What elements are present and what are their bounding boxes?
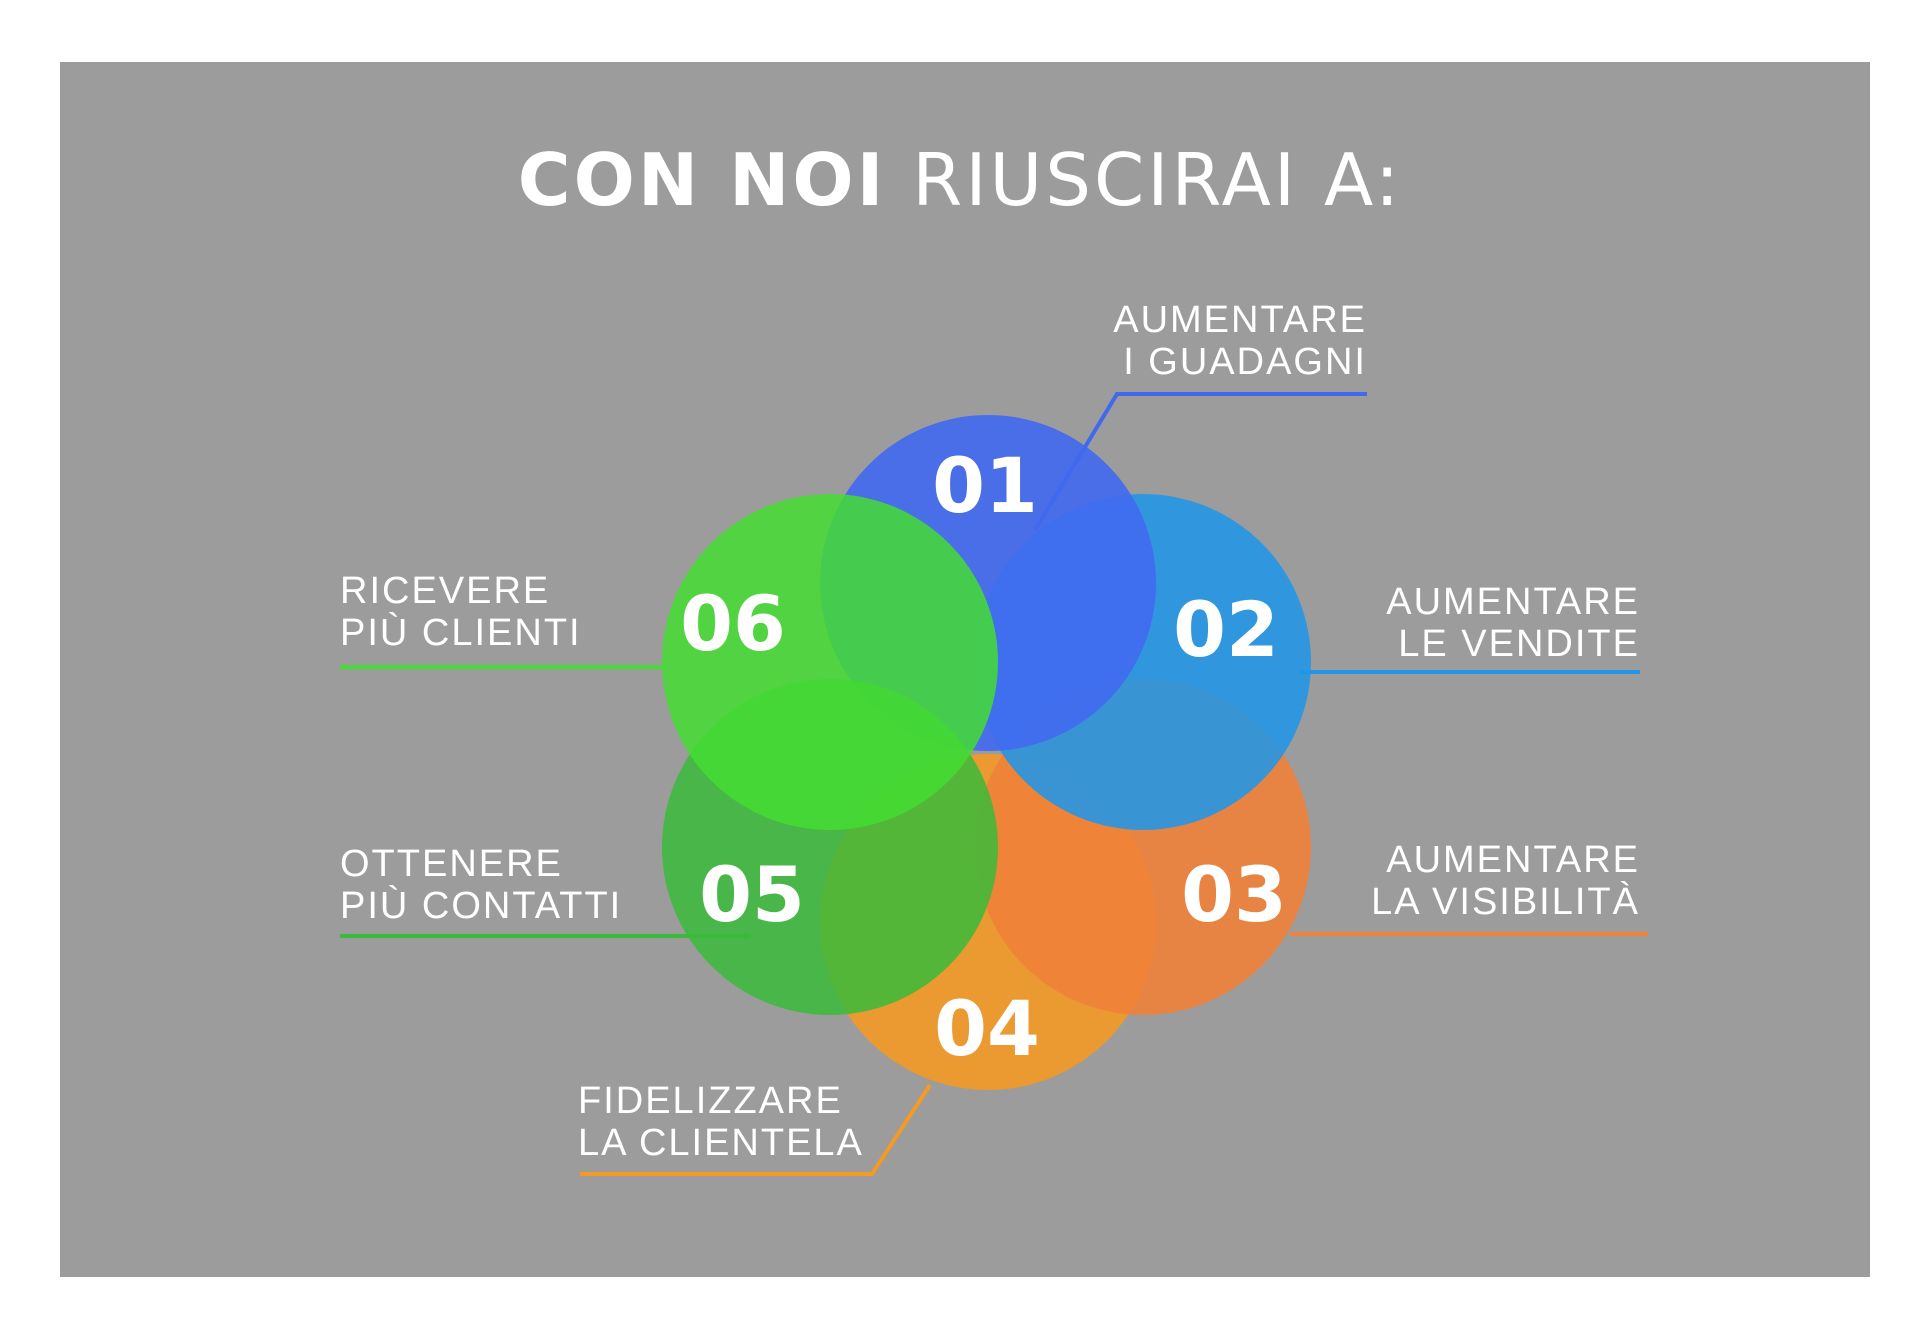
circles xyxy=(662,415,1311,1090)
number-06: 06 xyxy=(680,579,786,668)
number-04: 04 xyxy=(934,984,1040,1073)
title-strong: CON NOI xyxy=(517,138,887,222)
label-02-line1: AUMENTARE xyxy=(1386,581,1640,623)
label-03-line2: LA VISIBILITÀ xyxy=(1371,880,1640,923)
label-03-line1: AUMENTARE xyxy=(1386,839,1640,881)
labels: AUMENTARE I GUADAGNI AUMENTARE LE VENDIT… xyxy=(340,299,1640,1164)
label-04-line1: FIDELIZZARE xyxy=(578,1080,843,1122)
number-01: 01 xyxy=(932,441,1038,530)
numbers: 01 02 03 04 05 06 xyxy=(680,441,1287,1073)
leader-lines xyxy=(340,392,1648,1176)
label-04-line2: LA CLIENTELA xyxy=(578,1122,864,1164)
number-05: 05 xyxy=(699,850,805,939)
label-05-line2: PIÙ CONTATTI xyxy=(340,884,622,927)
number-02: 02 xyxy=(1173,585,1279,674)
label-06-line1: RICEVERE xyxy=(340,570,550,612)
label-05-line1: OTTENERE xyxy=(340,843,563,885)
page-title: CON NOI RIUSCIRAI A: xyxy=(0,138,1920,222)
label-02-line2: LE VENDITE xyxy=(1398,623,1640,665)
title-light: RIUSCIRAI A: xyxy=(912,138,1403,222)
label-01-line1: AUMENTARE xyxy=(1113,299,1367,341)
leader-line-04 xyxy=(580,1083,932,1176)
circle-06 xyxy=(662,494,998,830)
number-03: 03 xyxy=(1181,850,1287,939)
label-01-line2: I GUADAGNI xyxy=(1123,341,1367,383)
label-06-line2: PIÙ CLIENTI xyxy=(340,611,582,654)
leader-line-01 xyxy=(1033,392,1367,532)
